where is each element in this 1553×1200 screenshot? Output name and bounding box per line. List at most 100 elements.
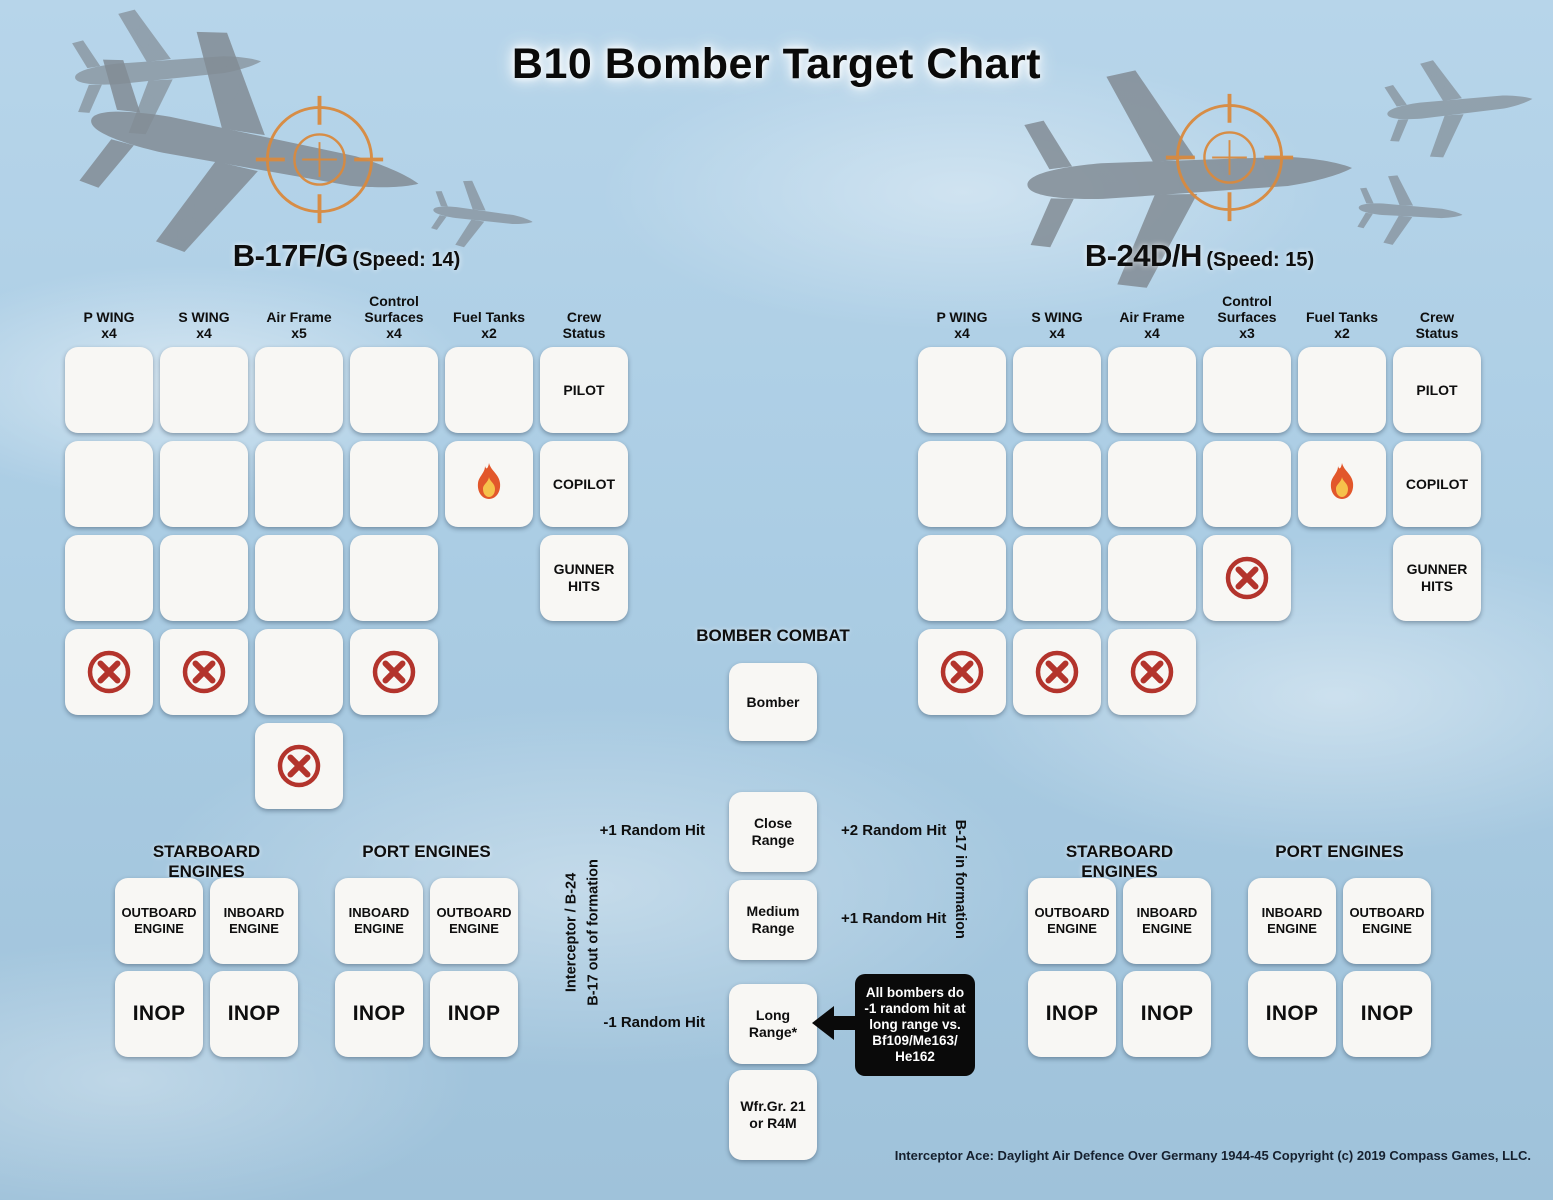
column-multiplier: x2 (1334, 325, 1350, 342)
damage-box[interactable] (1013, 441, 1101, 527)
damage-box[interactable] (160, 535, 248, 621)
column-multiplier: x3 (1239, 325, 1255, 342)
destroyed-box[interactable] (1013, 629, 1101, 715)
engine-box-outboard-engine[interactable]: OUTBOARD ENGINE (115, 878, 203, 964)
damage-box[interactable] (350, 347, 438, 433)
damage-box[interactable] (350, 441, 438, 527)
damage-box[interactable] (1203, 441, 1291, 527)
inop-box[interactable]: INOP (335, 971, 423, 1057)
inop-label: INOP (1360, 1002, 1414, 1026)
destroyed-box[interactable] (918, 629, 1006, 715)
crew-status-box-gunner-hits[interactable]: GUNNER HITS (540, 535, 628, 621)
fire-icon (477, 463, 501, 499)
range-modifier-label: -1 Random Hit (603, 1014, 705, 1031)
engine-box-inboard-engine[interactable]: INBOARD ENGINE (210, 878, 298, 964)
engine-box-inboard-engine[interactable]: INBOARD ENGINE (1248, 878, 1336, 964)
damage-box[interactable] (1298, 347, 1386, 433)
damage-box[interactable] (1013, 535, 1101, 621)
fire-box[interactable] (1298, 441, 1386, 527)
fire-box[interactable] (445, 441, 533, 527)
inop-label: INOP (132, 1002, 186, 1026)
damage-x-icon (1035, 650, 1079, 694)
bomber-speed: (Speed: 14) (352, 249, 461, 271)
damage-box[interactable] (918, 347, 1006, 433)
crew-label: GUNNER HITS (553, 561, 615, 594)
engine-group-title-starboard-engines: STARBOARD ENGINES (152, 842, 261, 881)
copyright-line: Interceptor Ace: Daylight Air Defence Ov… (894, 1148, 1531, 1163)
combat-node-bomber[interactable]: Bomber (729, 663, 817, 741)
combat-node-close-range[interactable]: Close Range (729, 792, 817, 872)
column-name: Crew Status (562, 309, 606, 342)
column-name: Control Surfaces (1217, 293, 1277, 326)
damage-box[interactable] (255, 347, 343, 433)
damage-box[interactable] (1013, 347, 1101, 433)
inop-box[interactable]: INOP (1343, 971, 1431, 1057)
range-modifier-label: +2 Random Hit (841, 822, 947, 839)
engine-box-outboard-engine[interactable]: OUTBOARD ENGINE (1343, 878, 1431, 964)
damage-box[interactable] (160, 347, 248, 433)
crew-status-box-copilot[interactable]: COPILOT (1393, 441, 1481, 527)
inop-box[interactable]: INOP (1123, 971, 1211, 1057)
crew-status-box-pilot[interactable]: PILOT (1393, 347, 1481, 433)
damage-box[interactable] (255, 629, 343, 715)
damage-box[interactable] (255, 535, 343, 621)
column-multiplier: x4 (954, 325, 970, 342)
callout-arrow-shaft (833, 1016, 859, 1030)
damage-box[interactable] (65, 441, 153, 527)
inop-box[interactable]: INOP (1248, 971, 1336, 1057)
engine-box-outboard-engine[interactable]: OUTBOARD ENGINE (1028, 878, 1116, 964)
crew-label: COPILOT (1405, 475, 1469, 492)
combat-node-label: Close Range (751, 815, 795, 848)
engine-box-inboard-engine[interactable]: INBOARD ENGINE (335, 878, 423, 964)
inop-box[interactable]: INOP (210, 971, 298, 1057)
damage-box[interactable] (918, 535, 1006, 621)
column-name: Air Frame (266, 309, 332, 326)
crew-status-box-copilot[interactable]: COPILOT (540, 441, 628, 527)
engine-box-outboard-engine[interactable]: OUTBOARD ENGINE (430, 878, 518, 964)
engine-group-title-port-engines: PORT ENGINES (362, 842, 491, 861)
damage-box[interactable] (160, 441, 248, 527)
destroyed-box[interactable] (350, 629, 438, 715)
destroyed-box[interactable] (1203, 535, 1291, 621)
crew-status-box-gunner-hits[interactable]: GUNNER HITS (1393, 535, 1481, 621)
destroyed-box[interactable] (1108, 629, 1196, 715)
damage-box[interactable] (1108, 347, 1196, 433)
damage-box[interactable] (918, 441, 1006, 527)
panel-title-b17: B-17F/G (Speed: 14) (65, 238, 628, 274)
column-header-crew-status: Crew Status (1390, 280, 1484, 342)
column-name: S WING (178, 309, 230, 326)
damage-box[interactable] (1203, 347, 1291, 433)
in-formation-label: B-17 in formation (952, 819, 969, 939)
engine-box-inboard-engine[interactable]: INBOARD ENGINE (1123, 878, 1211, 964)
destroyed-box[interactable] (160, 629, 248, 715)
damage-box[interactable] (1108, 441, 1196, 527)
combat-node-long-range[interactable]: Long Range* (729, 984, 817, 1064)
combat-node-medium-range[interactable]: Medium Range (729, 880, 817, 960)
damage-box[interactable] (445, 347, 533, 433)
damage-box[interactable] (350, 535, 438, 621)
damage-box[interactable] (65, 347, 153, 433)
crew-label: PILOT (1416, 381, 1458, 398)
damage-box[interactable] (65, 535, 153, 621)
inop-label: INOP (352, 1002, 406, 1026)
combat-node-wfr-gr-21-or-r4m[interactable]: Wfr.Gr. 21 or R4M (729, 1070, 817, 1160)
inop-box[interactable]: INOP (1028, 971, 1116, 1057)
inop-label: INOP (1140, 1002, 1194, 1026)
destroyed-box[interactable] (65, 629, 153, 715)
inop-label: INOP (1265, 1002, 1319, 1026)
inop-box[interactable]: INOP (430, 971, 518, 1057)
damage-box[interactable] (255, 441, 343, 527)
damage-x-icon (940, 650, 984, 694)
crew-status-box-pilot[interactable]: PILOT (540, 347, 628, 433)
destroyed-box[interactable] (255, 723, 343, 809)
inop-box[interactable]: INOP (115, 971, 203, 1057)
damage-box[interactable] (1108, 535, 1196, 621)
